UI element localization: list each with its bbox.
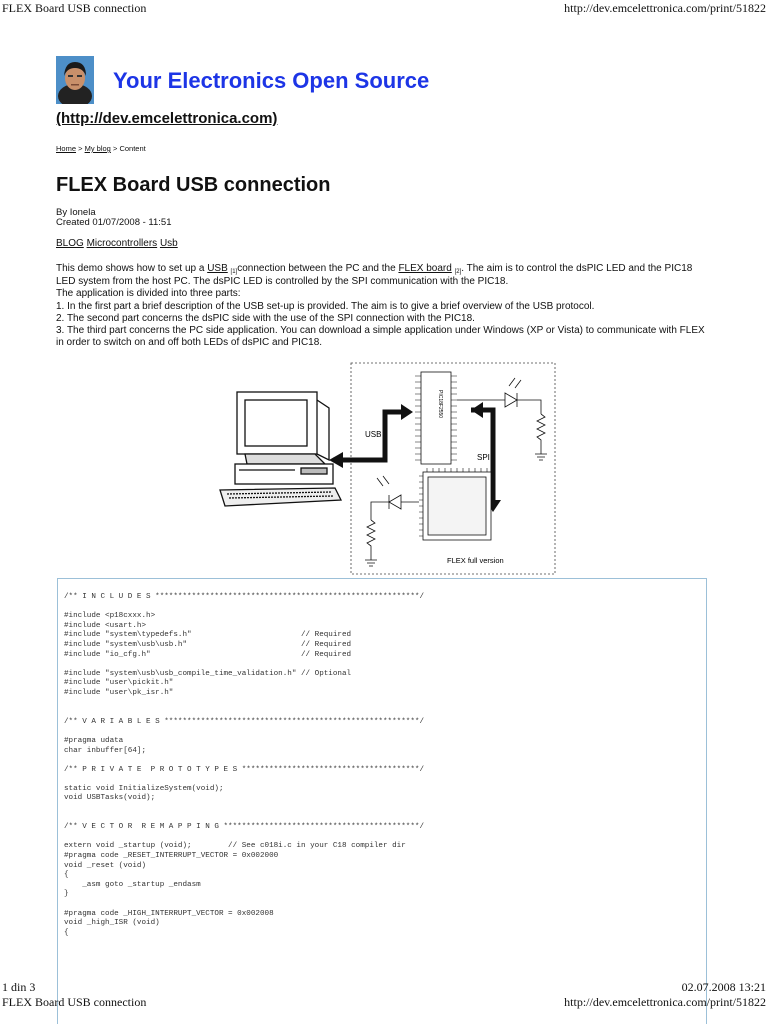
ref-2[interactable]: [2] [454, 269, 462, 275]
code-line [64, 727, 706, 737]
chip-label: PIC18F2550 [437, 390, 443, 418]
breadcrumb-my-blog[interactable]: My blog [84, 144, 111, 153]
pc-icon [219, 391, 343, 507]
part-2: 2. The second part concerns the dsPIC si… [56, 312, 475, 324]
code-line: #include <usart.h> [64, 621, 147, 630]
code-line [64, 814, 706, 824]
breadcrumb-separator: > [112, 144, 118, 153]
print-footer-page: 1 din 3 [2, 980, 36, 994]
code-line: { [64, 928, 69, 937]
usb-label: USB [365, 430, 381, 439]
code-line: /** V A R I A B L E S ******************… [64, 717, 425, 726]
site-logo-avatar [56, 56, 94, 108]
diagram-caption: FLEX full version [447, 556, 504, 565]
code-line: _asm goto _startup _endasm [64, 880, 201, 889]
pic18-led [457, 377, 547, 461]
code-line: #include "user\pickit.h" [64, 679, 174, 688]
site-title[interactable]: Your Electronics Open Source [113, 68, 430, 93]
spi-label: SPI [477, 453, 490, 462]
code-line [64, 756, 706, 766]
dspic-chip [419, 468, 492, 541]
code-line: static void InitializeSystem(void); [64, 784, 224, 793]
breadcrumb-current: Content [119, 144, 146, 153]
article-author: By Ionela [56, 207, 96, 218]
code-line: #include "user\pk_isr.h" [64, 688, 174, 697]
code-line: /** P R I V A T E P R O T O T Y P E S **… [64, 765, 425, 774]
intro-paragraph: This demo shows how to set up a USB [1]c… [56, 263, 693, 288]
breadcrumb: Home > My blog > Content [56, 144, 146, 153]
usb-arrow [329, 404, 413, 468]
article-created: Created 01/07/2008 - 11:51 [56, 217, 172, 228]
print-footer-datetime: 02.07.2008 13:21 [681, 980, 766, 994]
code-line: #include "system\usb\usb.h" // Required [64, 640, 352, 649]
code-block: /** I N C L U D E S ********************… [57, 578, 707, 1024]
code-line: #include "system\usb\usb_compile_time_va… [64, 669, 352, 678]
code-line: /** V E C T O R R E M A P P I N G ******… [64, 823, 425, 832]
code-line: void USBTasks(void); [64, 794, 156, 803]
print-header-title: FLEX Board USB connection [2, 1, 147, 15]
article-tags: BLOG Microcontrollers Usb [56, 238, 178, 249]
code-line: #include "io_cfg.h" // Required [64, 650, 352, 659]
article-body: This demo shows how to set up a USB [1]c… [56, 263, 706, 349]
ref-1[interactable]: [1] [230, 269, 238, 275]
tag-microcontrollers[interactable]: Microcontrollers [86, 238, 158, 249]
code-line: void _high_ISR (void) [64, 919, 160, 928]
board-outline [350, 362, 556, 575]
code-line: { [64, 871, 69, 880]
code-line: void _reset (void) [64, 861, 147, 870]
usb-link[interactable]: USB [207, 263, 228, 274]
flex-usb-diagram: USB PIC18F2550 SPI [215, 360, 560, 576]
print-footer-title: FLEX Board USB connection [2, 995, 147, 1009]
code-line: #pragma code _HIGH_INTERRUPT_VECTOR = 0x… [64, 909, 274, 918]
part-3: 3. The third part concerns the PC side a… [56, 325, 705, 349]
code-line: char inbuffer[64]; [64, 746, 147, 755]
pic18-chip [415, 371, 457, 465]
code-line [64, 804, 706, 814]
code-line [64, 708, 706, 718]
tag-usb[interactable]: Usb [159, 238, 178, 249]
tag-blog[interactable]: BLOG [56, 238, 84, 249]
breadcrumb-separator: > [78, 144, 83, 153]
code-line [64, 699, 706, 709]
code-line: #pragma udata [64, 736, 124, 745]
code-line: extern void _startup (void); // See c018… [64, 842, 406, 851]
dspic-led [365, 475, 419, 567]
code-line: /** I N C L U D E S ********************… [64, 593, 425, 601]
breadcrumb-home[interactable]: Home [56, 144, 77, 153]
code-line: #pragma code _RESET_INTERRUPT_VECTOR = 0… [64, 852, 279, 861]
part-1: 1. In the first part a brief description… [56, 300, 595, 312]
site-url-link[interactable]: (http://dev.emcelettronica.com) [56, 110, 278, 127]
flex-board-link[interactable]: FLEX board [398, 263, 452, 274]
print-header-url: http://dev.emcelettronica.com/print/5182… [564, 1, 766, 15]
code-line: #include "system\typedefs.h" // Required [64, 631, 352, 640]
code-line [64, 603, 706, 613]
code-line [64, 833, 706, 843]
parts-intro: The application is divided into three pa… [56, 288, 241, 300]
print-footer-url: http://dev.emcelettronica.com/print/5182… [564, 995, 766, 1009]
code-line: #include <p18cxxx.h> [64, 612, 156, 621]
code-line [64, 900, 706, 910]
code-line [64, 660, 706, 670]
code-listing: /** I N C L U D E S ********************… [58, 579, 706, 938]
page-title: FLEX Board USB connection [56, 174, 331, 196]
code-line: } [64, 890, 69, 899]
code-line [64, 775, 706, 785]
